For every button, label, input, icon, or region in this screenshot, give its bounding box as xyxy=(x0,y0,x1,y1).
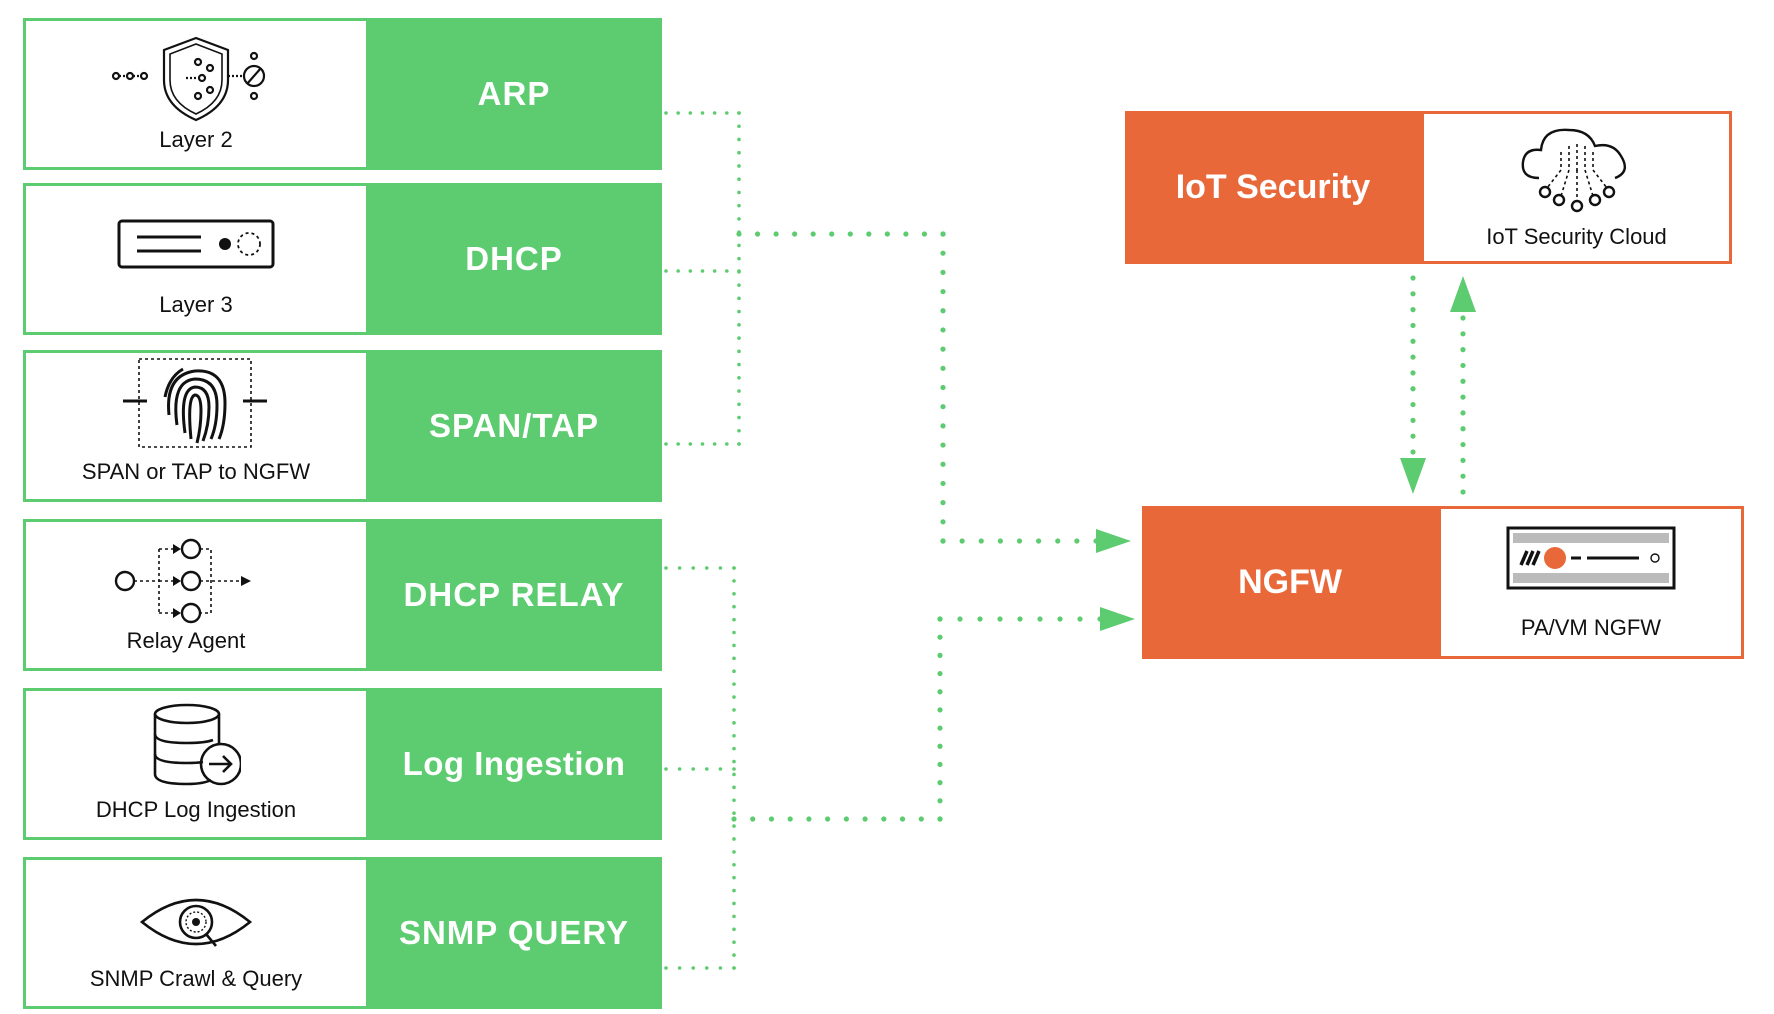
source-row-span-tap: SPAN or TAP to NGFW SPAN/TAP xyxy=(23,350,662,502)
source-label: SPAN or TAP to NGFW xyxy=(81,459,311,484)
protocol-label: DHCP xyxy=(465,240,563,277)
source-label: SNMP Crawl & Query xyxy=(89,966,303,991)
database-ingest-icon xyxy=(153,703,241,786)
iot-security-block: IoT Security xyxy=(1125,111,1421,264)
source-box-snmp: SNMP Crawl & Query xyxy=(23,857,369,1009)
cloud-network-icon xyxy=(1521,128,1626,213)
iot-security-cloud-label: IoT Security Cloud xyxy=(1486,224,1667,249)
protocol-box-log-ingestion: Log Ingestion xyxy=(366,688,662,840)
source-label: Layer 2 xyxy=(159,127,233,152)
protocol-box-span-tap: SPAN/TAP xyxy=(366,350,662,502)
protocol-label: ARP xyxy=(477,75,551,112)
upper-bus-line xyxy=(664,111,741,446)
source-box-relay-agent: Relay Agent xyxy=(23,519,369,671)
source-box-log-ingestion: DHCP Log Ingestion xyxy=(23,688,369,840)
firewall-appliance-icon xyxy=(1506,526,1676,590)
upper-to-ngfw-line xyxy=(736,231,1099,544)
source-box-span-tap: SPAN or TAP to NGFW xyxy=(23,350,369,502)
log-link-line xyxy=(664,767,736,771)
lower-bus-line xyxy=(664,566,736,970)
iot-to-ngfw-line xyxy=(1410,275,1416,455)
server-appliance-icon xyxy=(117,219,275,269)
arrow-to-ngfw-upper xyxy=(1096,529,1131,553)
arrow-up-to-iot xyxy=(1450,276,1476,312)
source-box-layer2: Layer 2 xyxy=(23,18,369,170)
lower-to-ngfw-line xyxy=(731,616,1103,822)
protocol-box-snmp-query: SNMP QUERY xyxy=(366,857,662,1009)
relay-nodes-icon xyxy=(114,538,251,624)
protocol-box-arp: ARP xyxy=(366,18,662,170)
protocol-label: SPAN/TAP xyxy=(429,407,599,444)
protocol-box-dhcp: DHCP xyxy=(366,183,662,335)
source-label: Relay Agent xyxy=(126,628,246,653)
ngfw-device-box: PA/VM NGFW xyxy=(1438,506,1744,659)
protocol-label: Log Ingestion xyxy=(402,745,626,782)
source-row-arp: Layer 2 ARP xyxy=(23,18,662,170)
ngfw-to-iot-line xyxy=(1460,315,1466,495)
protocol-label: DHCP RELAY xyxy=(403,576,625,613)
source-label: Layer 3 xyxy=(159,292,233,317)
iot-security-cloud-box: IoT Security Cloud xyxy=(1421,111,1732,264)
source-row-log-ingestion: DHCP Log Ingestion Log Ingestion xyxy=(23,688,662,840)
iot-security-title: IoT Security xyxy=(1175,168,1371,206)
arrow-to-ngfw-lower xyxy=(1100,607,1135,631)
source-row-dhcp-relay: Relay Agent DHCP RELAY xyxy=(23,519,662,671)
source-box-layer3: Layer 3 xyxy=(23,183,369,335)
source-row-dhcp: Layer 3 DHCP xyxy=(23,183,662,335)
dhcp-link-line xyxy=(664,269,741,273)
eye-search-icon xyxy=(139,898,253,947)
ngfw-device-label: PA/VM NGFW xyxy=(1520,615,1662,640)
source-label: DHCP Log Ingestion xyxy=(95,797,297,822)
protocol-label: SNMP QUERY xyxy=(398,914,630,951)
shield-network-icon xyxy=(111,36,266,122)
fingerprint-icon xyxy=(123,358,267,448)
ngfw-block: NGFW xyxy=(1142,506,1438,659)
source-row-snmp-query: SNMP Crawl & Query SNMP QUERY xyxy=(23,857,662,1009)
protocol-box-dhcp-relay: DHCP RELAY xyxy=(366,519,662,671)
ngfw-title: NGFW xyxy=(1238,563,1342,601)
arrow-down-to-ngfw xyxy=(1400,458,1426,494)
